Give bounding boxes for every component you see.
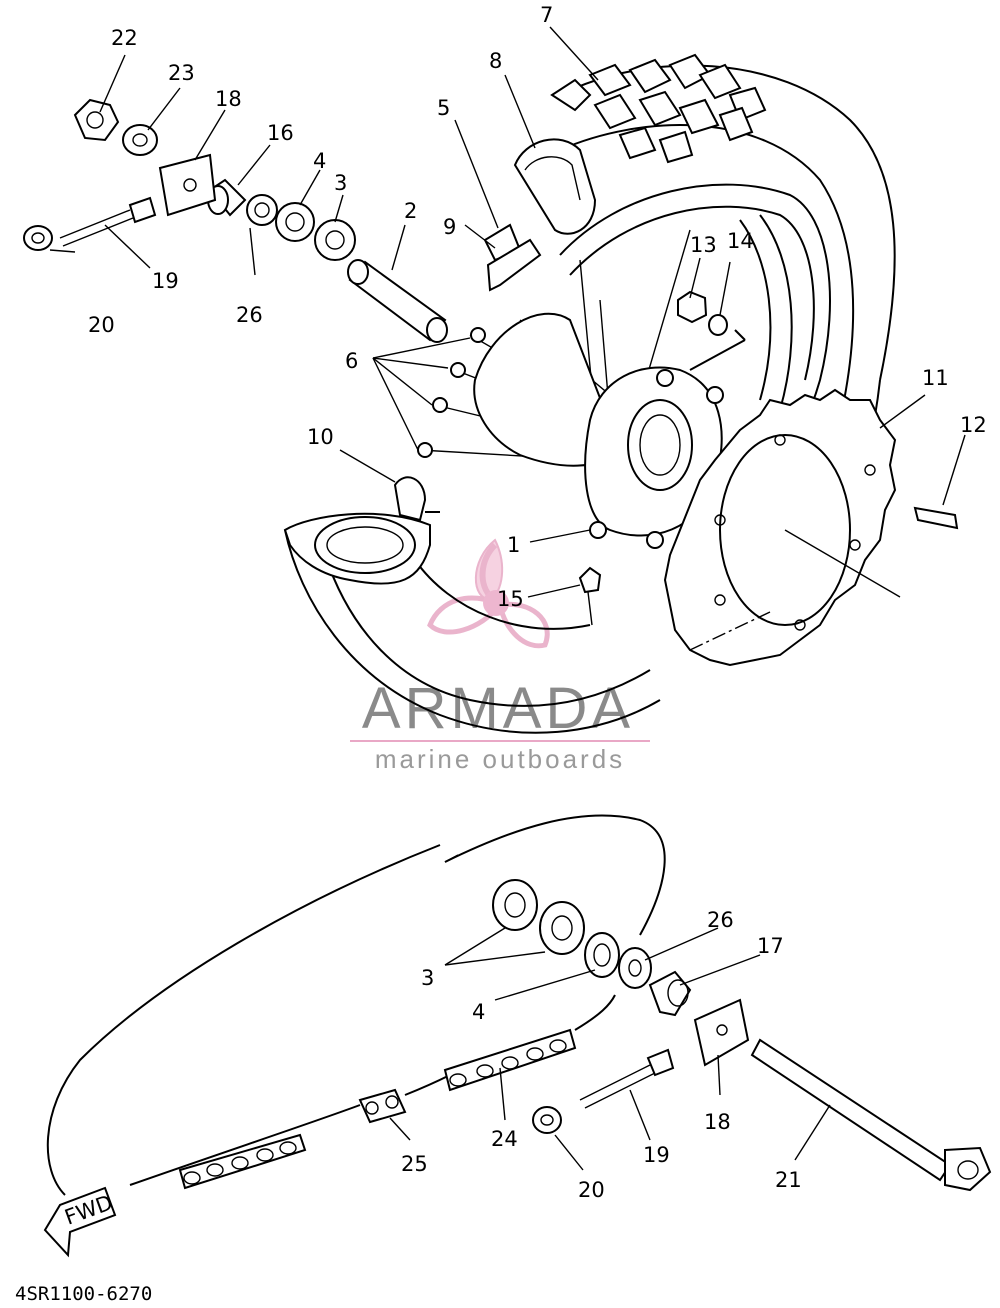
callout-22: 22 (111, 26, 138, 50)
spacer-collar (347, 259, 448, 343)
chain-joint (358, 1088, 407, 1124)
propeller-icon (427, 538, 550, 649)
callout-21: 21 (775, 1168, 802, 1192)
rim-lock-segment (283, 512, 431, 585)
watermark-title: ARMADA (362, 676, 634, 741)
hub (473, 312, 724, 549)
callout-24: 24 (491, 1127, 518, 1151)
callout-10: 10 (307, 425, 334, 449)
callout-19-upper: 19 (152, 269, 179, 293)
callout-15: 15 (497, 587, 524, 611)
fwd-arrow: FWD (43, 1186, 117, 1258)
upper-leader-lines (49, 26, 966, 598)
lower-leader-lines (389, 927, 831, 1171)
callout-3-upper: 3 (334, 171, 347, 195)
valve-nut (578, 566, 602, 626)
rim-band (393, 476, 440, 522)
diagram-code: 4SR1100-6270 (15, 1283, 152, 1305)
callout-7: 7 (540, 3, 553, 27)
watermark-subtitle: marine outboards (375, 744, 625, 774)
right-chain-puller (693, 998, 750, 1067)
callout-16: 16 (267, 121, 294, 145)
callout-4-upper: 4 (313, 149, 326, 173)
wheel-centerline (689, 611, 771, 651)
callout-3-lower: 3 (421, 966, 434, 990)
callout-26-upper: 26 (236, 303, 263, 327)
left-chain-puller (158, 153, 217, 217)
right-bearings-seals (492, 879, 692, 1017)
left-adjuster-bolt (23, 196, 157, 251)
drive-chain (178, 1028, 577, 1190)
left-bearings-seals (207, 178, 356, 261)
callout-17: 17 (757, 934, 784, 958)
callout-19-lower: 19 (643, 1143, 670, 1167)
callout-6: 6 (345, 349, 358, 373)
callout-20-upper: 20 (88, 313, 115, 337)
callout-11: 11 (922, 366, 949, 390)
callout-12: 12 (960, 413, 987, 437)
left-nut-washer (73, 98, 158, 156)
callout-18-lower: 18 (704, 1110, 731, 1134)
chain-outline (46, 814, 666, 1196)
tire (284, 53, 896, 734)
axle (750, 1038, 992, 1192)
callout-5: 5 (437, 96, 450, 120)
callout-labels: 22 23 18 16 4 3 2 8 7 5 9 19 20 26 6 13 … (88, 3, 987, 1202)
callout-9: 9 (443, 215, 456, 239)
callout-8: 8 (489, 49, 502, 73)
callout-23: 23 (168, 61, 195, 85)
right-adjuster-bolt (532, 1048, 675, 1134)
sprocket-nuts-bolt (677, 290, 959, 530)
callout-20-lower: 20 (578, 1178, 605, 1202)
callout-18-upper: 18 (215, 87, 242, 111)
callout-1: 1 (507, 533, 520, 557)
callout-25: 25 (401, 1152, 428, 1176)
sprocket (663, 329, 901, 667)
callout-2: 2 (404, 199, 417, 223)
callout-13: 13 (690, 233, 717, 257)
armada-logo: ARMADA marine outboards (350, 538, 650, 774)
tube (483, 138, 597, 292)
callout-14: 14 (727, 229, 754, 253)
callout-4-lower: 4 (472, 1000, 485, 1024)
callout-26-lower: 26 (707, 908, 734, 932)
